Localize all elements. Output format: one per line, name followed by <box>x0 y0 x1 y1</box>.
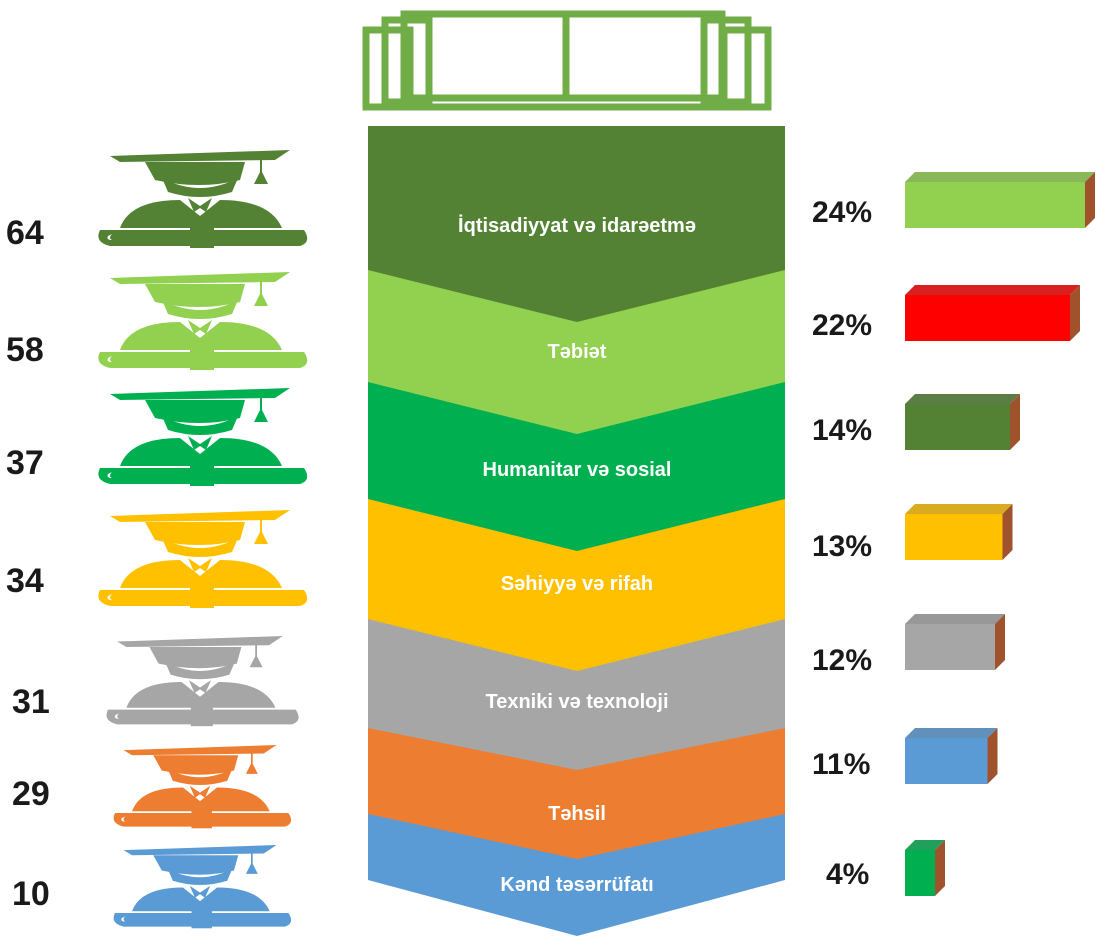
percent-bar <box>905 504 1013 560</box>
count-label: 29 <box>12 775 50 813</box>
category-band <box>368 497 785 671</box>
category-bands <box>368 126 785 936</box>
category-band <box>368 380 785 551</box>
graduation-cap-diploma-icon <box>98 272 308 370</box>
category-label: Təhsil <box>548 803 606 825</box>
percent-bar <box>905 172 1095 228</box>
percent-label: 11% <box>812 748 870 781</box>
percent-label: 4% <box>826 858 869 891</box>
category-label: İqtisadiyyat və idarəetmə <box>458 214 696 237</box>
count-label: 64 <box>6 214 44 252</box>
percent-labels: 24% 22% 14% 13% 12% 11% 4% <box>812 196 872 891</box>
count-label: 58 <box>6 331 44 369</box>
count-labels: 64 58 37 34 31 29 10 <box>6 214 50 913</box>
percent-label: 12% <box>812 644 872 677</box>
count-label: 34 <box>6 562 44 600</box>
graduation-cap-diploma-icon <box>98 388 308 486</box>
category-label: Texniki və texnoloji <box>485 691 668 713</box>
category-band <box>368 617 785 770</box>
percent-bar <box>905 840 945 896</box>
graduation-cap-diploma-icon <box>98 150 308 248</box>
graduation-cap-diploma-icon <box>98 510 308 608</box>
percent-bar <box>905 285 1080 341</box>
count-label: 37 <box>6 444 44 482</box>
graduation-cap-diploma-icon <box>106 636 299 727</box>
category-label: Səhiyyə və rifah <box>501 573 653 595</box>
percent-label: 13% <box>812 530 872 563</box>
percent-bars <box>905 172 1095 896</box>
category-label: Humanitar və sosial <box>483 459 672 481</box>
graduation-cap-diploma-icon <box>113 745 292 829</box>
category-band <box>368 726 785 859</box>
percent-bar <box>905 728 998 784</box>
graduation-cap-diploma-icon <box>113 845 292 929</box>
percent-label: 14% <box>812 414 872 447</box>
percent-label: 22% <box>812 309 872 342</box>
category-band <box>368 268 785 434</box>
percent-bar <box>905 394 1020 450</box>
count-label: 31 <box>12 683 50 721</box>
count-label: 10 <box>12 875 50 913</box>
percent-label: 24% <box>812 196 872 229</box>
graduate-icons <box>98 150 308 929</box>
percent-bar <box>905 614 1005 670</box>
category-label: Kənd təsərrüfatı <box>500 874 653 896</box>
category-labels: İqtisadiyyat və idarəetmə Təbiət Humanit… <box>458 214 696 896</box>
category-band <box>368 126 785 322</box>
category-band <box>368 812 785 936</box>
category-label: Təbiət <box>548 341 607 363</box>
open-book-icon <box>362 10 772 111</box>
